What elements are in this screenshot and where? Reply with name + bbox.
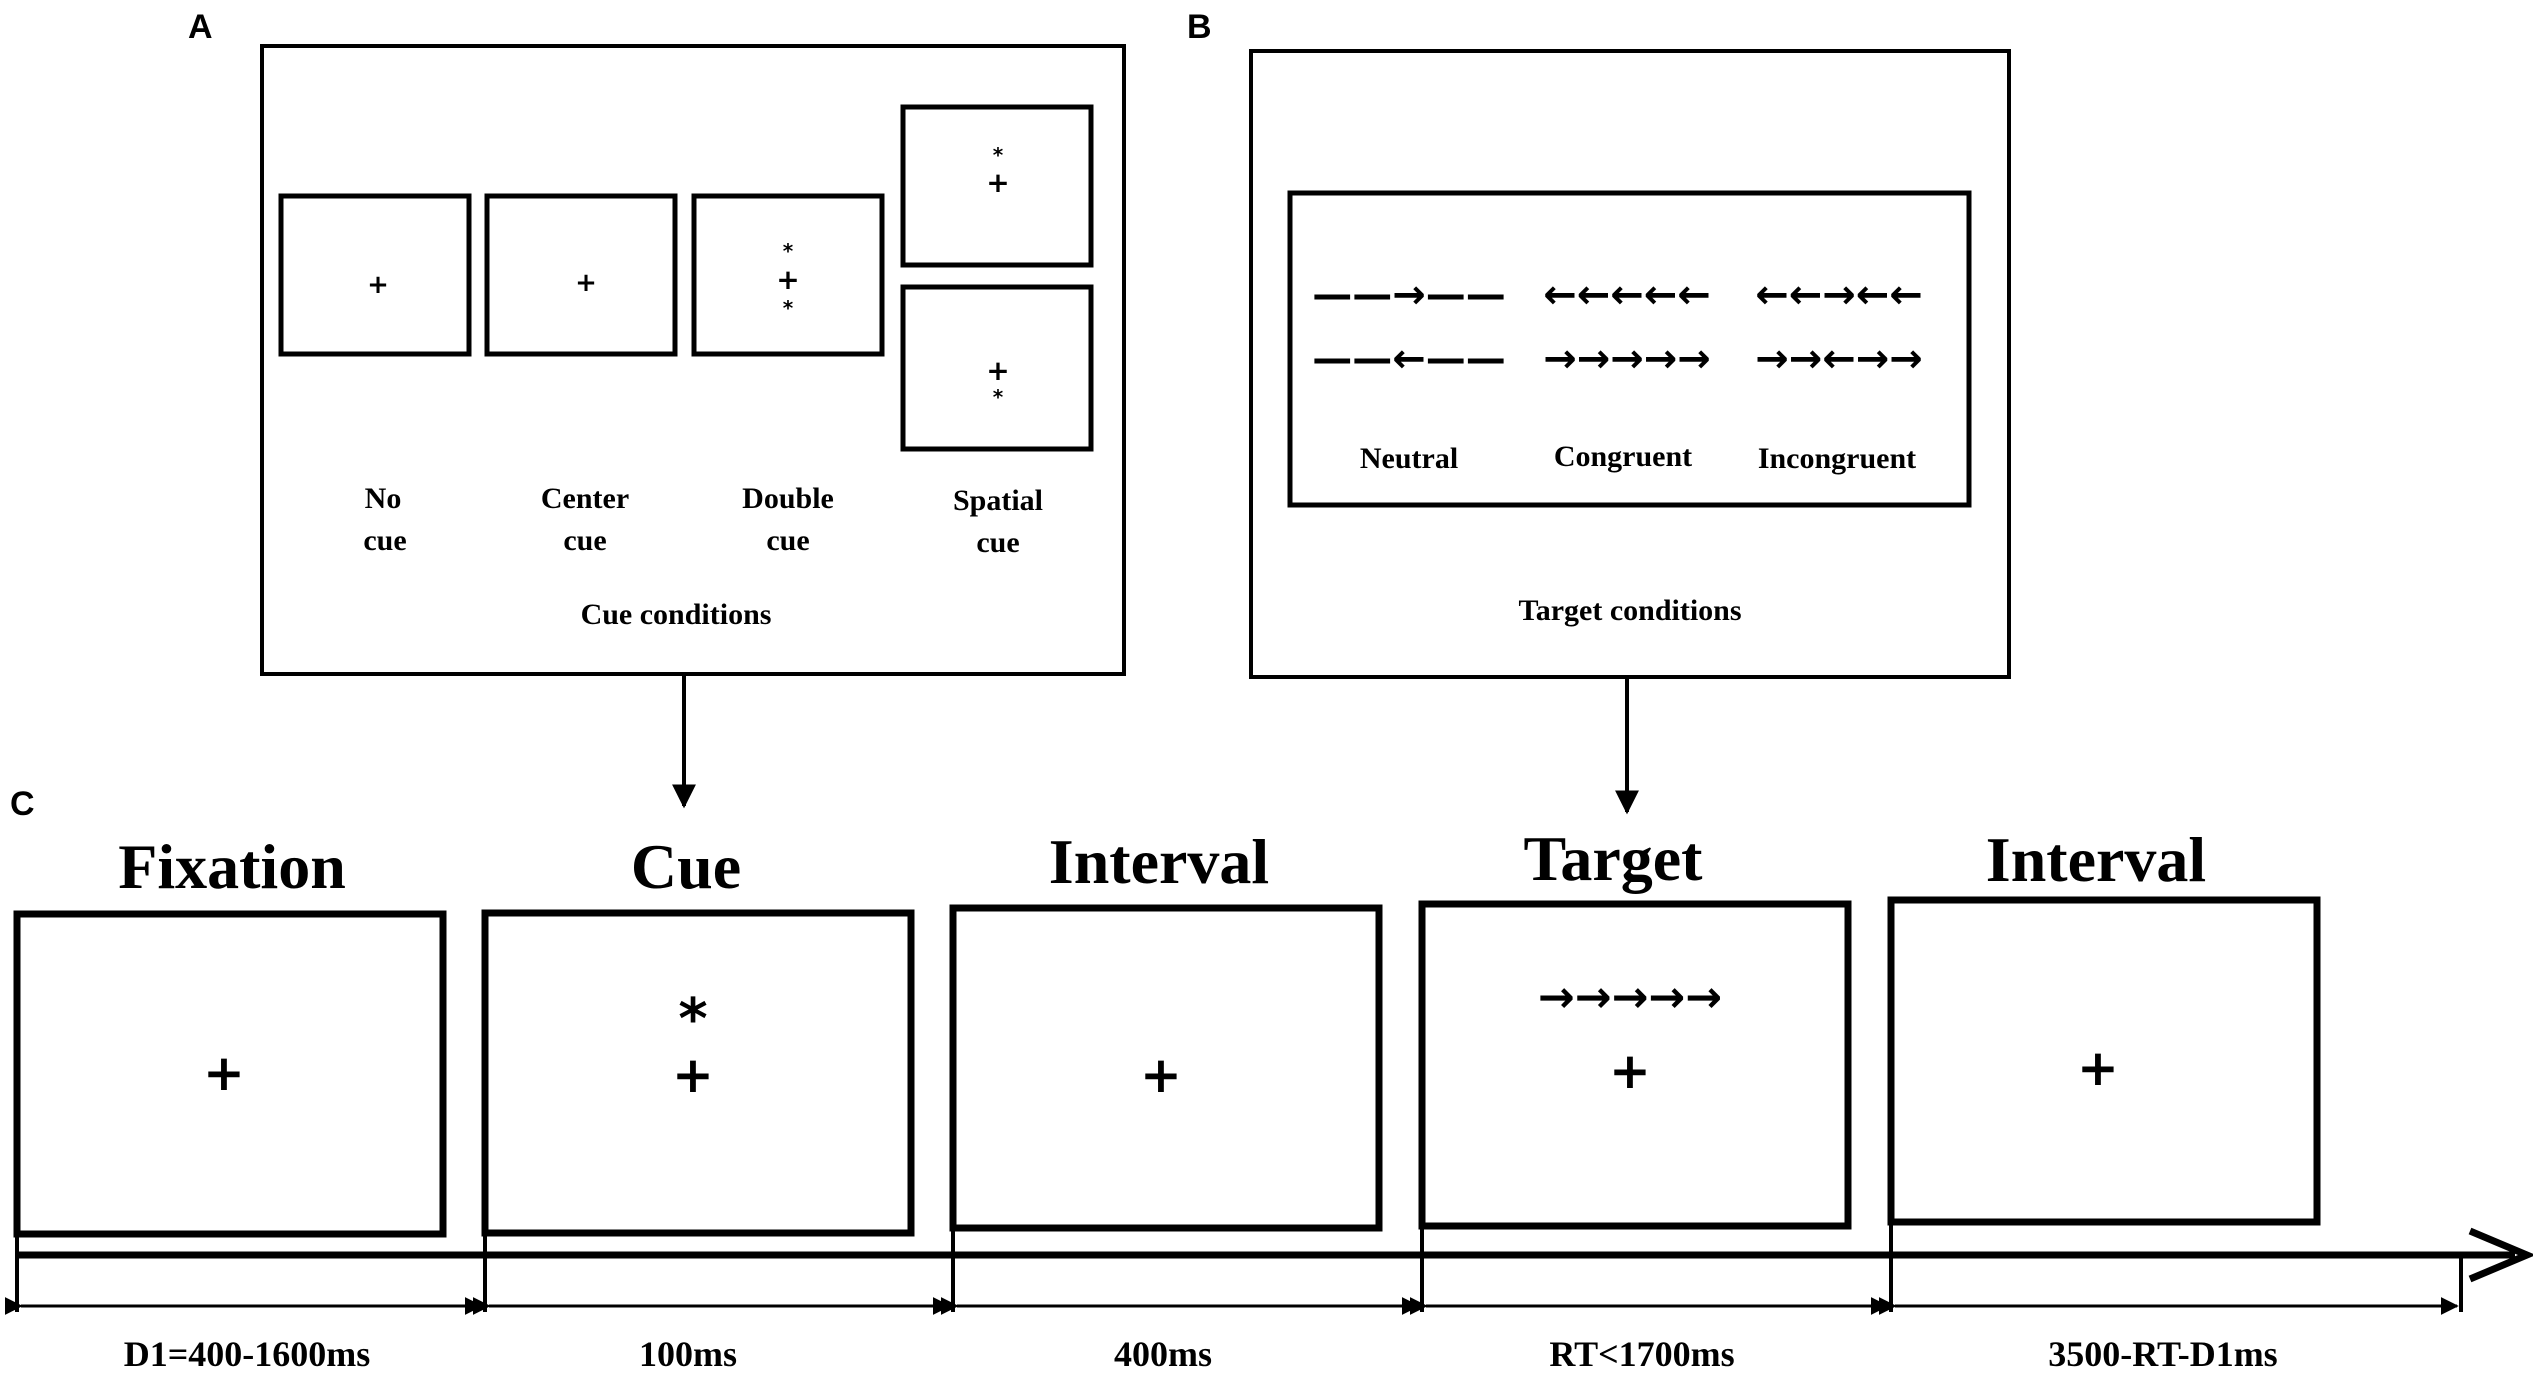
fixation-cross-icon: +	[986, 354, 1009, 387]
congruent-flanker-left: ←←←←←	[1543, 272, 1711, 318]
cue-label-line2: cue	[363, 524, 406, 557]
panel-c: C Fixation Cue Interval Target Interval …	[4, 785, 2533, 1374]
congruent-flanker-right: →→→→→	[1543, 336, 1711, 382]
target-conditions-caption: Target conditions	[1518, 594, 1741, 627]
target-arrows: →→→→→	[1538, 972, 1722, 1023]
fixation-cross-icon: +	[986, 166, 1009, 199]
cue-label-line1: No	[365, 482, 402, 515]
panel-c-letter: C	[10, 785, 35, 823]
cue-screen	[481, 909, 915, 1237]
cue-conditions-caption: Cue conditions	[581, 598, 772, 631]
stage-title-fixation: Fixation	[118, 831, 346, 902]
panel-a-frame	[260, 44, 1126, 676]
double-cue-screen	[691, 193, 885, 357]
incongruent-flanker-right: ←←→←←	[1755, 272, 1923, 318]
fixation-screen	[13, 910, 447, 1238]
panel-b-frame	[1249, 49, 2011, 679]
cue-star-icon: *	[993, 143, 1004, 167]
cue-label-line2: cue	[563, 524, 606, 557]
fixation-cross-icon: +	[1140, 1046, 1182, 1104]
spatial-cue-screen-up	[900, 104, 1094, 268]
spatial-cue-screen-down	[900, 284, 1094, 452]
stage-title-interval: Interval	[1049, 826, 1269, 897]
cue-star-icon: *	[993, 385, 1004, 409]
cue-star-icon: *	[783, 239, 794, 263]
fixation-cross-icon: +	[575, 268, 597, 298]
target-screen	[1418, 900, 1852, 1230]
cue-star-icon: *	[678, 987, 707, 1052]
target-stimuli-screen	[1287, 190, 1972, 508]
target-condition-label: Neutral	[1360, 442, 1458, 475]
target-condition-label: Congruent	[1554, 440, 1692, 473]
duration-label: D1=400-1600ms	[124, 1334, 371, 1374]
cue-star-icon: *	[783, 296, 794, 320]
fixation-cross-icon: +	[1609, 1042, 1651, 1100]
cue-label-line1: Center	[541, 482, 629, 515]
panel-b-letter: B	[1187, 8, 1212, 46]
duration-label: RT<1700ms	[1549, 1334, 1734, 1374]
cue-label-line2: cue	[976, 526, 1019, 559]
neutral-flanker-right: ——→——	[1312, 272, 1506, 318]
stage-title-cue: Cue	[631, 831, 741, 902]
interval-screen	[1887, 896, 2321, 1226]
interval-screen	[949, 904, 1383, 1232]
duration-label: 400ms	[1114, 1334, 1212, 1374]
cue-label-line2: cue	[766, 524, 809, 557]
fixation-cross-icon: +	[776, 263, 799, 296]
neutral-flanker-left: ——←——	[1312, 336, 1506, 382]
stage-title-interval: Interval	[1986, 824, 2206, 895]
panel-a-letter: A	[188, 8, 213, 46]
panel-b: B ——→—— ←←←←← ←←→←← ——←—— →→→→→ →→←→→ Ne…	[1187, 8, 2011, 679]
cue-label-line1: Spatial	[953, 484, 1043, 517]
center-cue-screen	[484, 193, 678, 357]
fixation-cross-icon: +	[367, 270, 389, 300]
target-condition-label: Incongruent	[1758, 442, 1916, 475]
fixation-cross-icon: +	[203, 1044, 245, 1102]
time-axis-arrowhead-icon	[2468, 1227, 2533, 1283]
panel-a: A + + * + * * + + * No cue Center cue Do…	[188, 8, 1126, 676]
incongruent-flanker-left: →→←→→	[1755, 336, 1923, 382]
fixation-cross-icon: +	[2077, 1039, 2119, 1097]
duration-label: 100ms	[639, 1334, 737, 1374]
fixation-cross-icon: +	[672, 1046, 714, 1104]
cue-label-line1: Double	[742, 482, 834, 515]
duration-label: 3500-RT-D1ms	[2048, 1334, 2277, 1374]
stage-title-target: Target	[1524, 823, 1704, 894]
no-cue-screen	[278, 193, 472, 357]
